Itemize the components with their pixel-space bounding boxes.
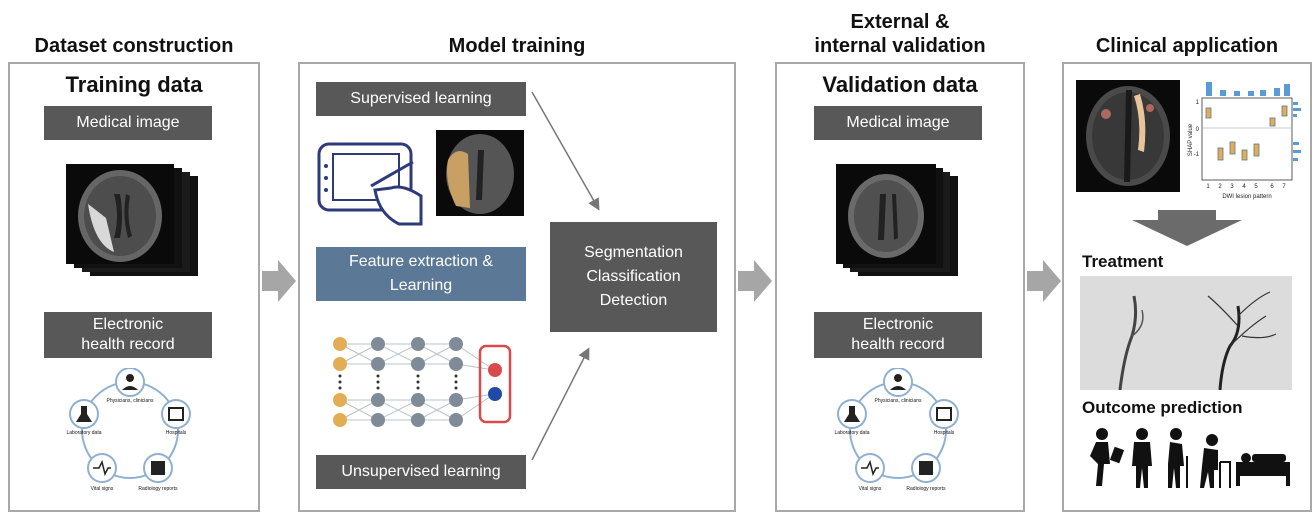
ehr-node-label-v4: Laboratory data	[834, 430, 869, 436]
validation-ehr-network: Physicians, clinicians Hospitals Radiolo…	[834, 368, 959, 492]
stage-title-validation-2: internal validation	[814, 35, 986, 57]
treatment-label: Treatment	[1082, 252, 1164, 271]
training-medical-image-box: Medical image	[44, 106, 212, 140]
ehr-node-label-v0: Physicians, clinicians	[875, 398, 922, 404]
hospital-icon-node-v	[929, 399, 959, 429]
walker-person-icon	[1200, 434, 1231, 488]
feature-extraction-box: Feature extraction & Learning	[316, 247, 526, 301]
lab-data-icon-node-v	[837, 399, 867, 429]
task-classification: Classification	[586, 268, 681, 285]
shap-xtick-1: 1	[1206, 184, 1210, 190]
ehr-node-label-v3: Vital signs	[859, 486, 882, 492]
radiology-icon-node-v	[911, 453, 941, 483]
validation-ehr-line2: health record	[851, 336, 945, 353]
supervised-learning-box: Supervised learning	[316, 82, 526, 116]
shap-boxplot-chart: SHAP value 1 0 -1 1 2 3 4 5 6 7 DWI lesi…	[1188, 82, 1301, 200]
shap-right-histogram	[1293, 102, 1301, 161]
stage-title-clinical: Clinical application	[1095, 35, 1279, 57]
shap-ylabel: SHAP value	[1188, 123, 1194, 156]
validation-data-title: Validation data	[822, 72, 978, 97]
segmented-brain-image	[436, 130, 524, 216]
validation-medical-image-box: Medical image	[814, 106, 982, 140]
shap-xtick-5: 5	[1254, 184, 1258, 190]
validation-brain-scans	[836, 164, 958, 276]
cane-person-icon	[1168, 428, 1188, 488]
stage-title-validation-1: External &	[850, 11, 950, 33]
physician-icon-node-v	[883, 368, 913, 397]
outcome-prediction-label: Outcome prediction	[1082, 398, 1243, 417]
shap-brain-image	[1076, 80, 1180, 192]
shap-xtick-3: 3	[1230, 184, 1234, 190]
training-ehr-line1: Electronic	[92, 316, 164, 333]
training-brain-scans	[66, 164, 198, 276]
shap-xlabel: DWI lesion pattern	[1222, 194, 1271, 200]
walking-person-icon	[1090, 428, 1125, 486]
training-ehr-box: Electronic health record	[44, 312, 212, 358]
lab-data-icon-node	[69, 399, 99, 429]
arrow-validation-to-clinical	[1027, 260, 1061, 302]
shap-xtick-7: 7	[1282, 184, 1286, 190]
training-data-title: Training data	[65, 72, 203, 97]
ehr-node-label-3: Vital signs	[91, 486, 114, 492]
shap-ytick-1: 1	[1196, 100, 1200, 106]
shap-plot-frame	[1201, 97, 1293, 181]
neural-network-diagram	[333, 337, 512, 427]
feature-line2: Learning	[389, 277, 453, 294]
angiography-image	[1080, 276, 1292, 390]
ehr-node-label-1: Hospitals	[166, 430, 187, 436]
down-arrow-icon	[1132, 210, 1242, 246]
tablet-annotation-icon	[317, 142, 423, 226]
ehr-node-label-v2: Radiology reports	[906, 486, 946, 492]
ehr-node-label-v1: Hospitals	[934, 430, 955, 436]
task-segmentation: Segmentation	[584, 244, 683, 261]
bed-patient-icon	[1236, 453, 1290, 486]
radiology-icon-node	[143, 453, 173, 483]
tasks-box: Segmentation Classification Detection	[550, 222, 717, 332]
unsupervised-learning-box: Unsupervised learning	[316, 455, 526, 489]
outcome-figures-icon	[1090, 428, 1290, 488]
shap-top-histogram	[1206, 82, 1290, 96]
shap-xtick-4: 4	[1242, 184, 1246, 190]
shap-xtick-6: 6	[1270, 184, 1274, 190]
stage-title-model: Model training	[448, 35, 586, 57]
standing-person-icon	[1132, 428, 1152, 488]
stage-title-dataset: Dataset construction	[34, 35, 234, 57]
shap-ytick-0: 0	[1196, 127, 1200, 133]
shap-ytick-m1: -1	[1194, 152, 1200, 158]
vital-signs-icon-node	[87, 453, 117, 483]
ehr-node-label-4: Laboratory data	[66, 430, 101, 436]
arrow-model-to-validation	[738, 260, 772, 302]
validation-ehr-box: Electronic health record	[814, 312, 982, 358]
feature-line1: Feature extraction &	[348, 253, 494, 270]
physician-icon-node	[115, 368, 145, 397]
validation-ehr-line1: Electronic	[862, 316, 934, 333]
task-detection: Detection	[599, 292, 668, 309]
hospital-icon-node	[161, 399, 191, 429]
vital-signs-icon-node-v	[855, 453, 885, 483]
shap-xtick-2: 2	[1218, 184, 1222, 190]
training-ehr-line2: health record	[81, 336, 175, 353]
training-ehr-network: Physicians, clinicians Hospitals Radiolo…	[66, 368, 191, 492]
ehr-node-label-2: Radiology reports	[138, 486, 178, 492]
ehr-node-label-0: Physicians, clinicians	[107, 398, 154, 404]
arrow-dataset-to-model	[262, 260, 296, 302]
shap-boxes	[1205, 105, 1288, 161]
